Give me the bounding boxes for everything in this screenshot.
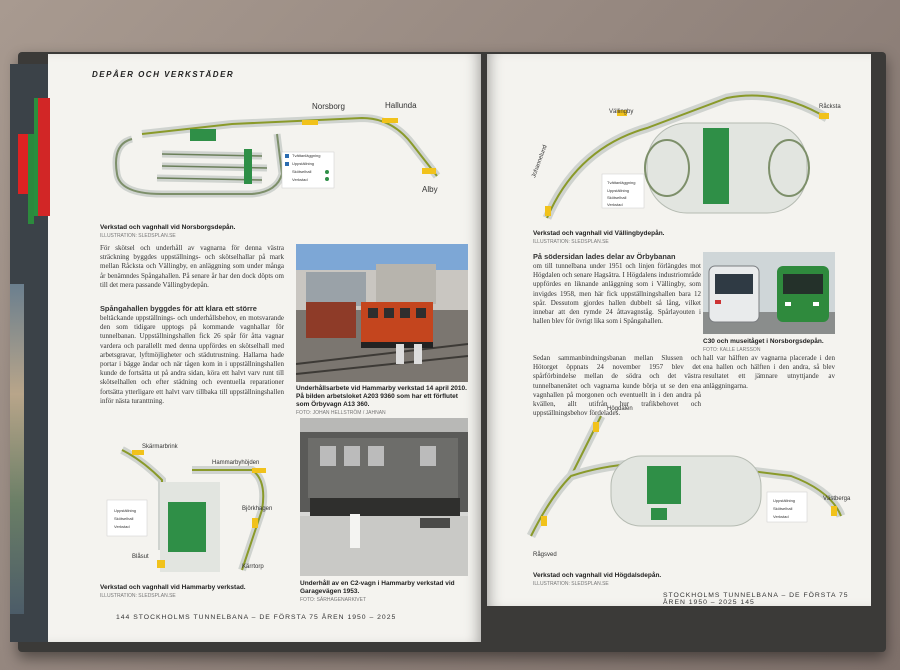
page-edges xyxy=(10,64,50,642)
right-map2-caption: Verkstad och vagnhall vid Högdalsdepån. … xyxy=(533,572,662,587)
photo-red-locomotive xyxy=(296,244,468,382)
legend-item: Skötselhall xyxy=(607,195,626,200)
map-label-hammarbyhojden: Hammarbyhöjden xyxy=(212,460,259,466)
left-paragraph-1: För skötsel och underhåll av vagnarna fö… xyxy=(100,244,284,289)
map-label-karrtorp: Kärrtorp xyxy=(242,564,264,570)
map2-caption: Verkstad och vagnhall vid Hammarby verks… xyxy=(100,584,246,599)
right-subheading: På södersidan lades delar av Örbybanan xyxy=(533,252,676,261)
photo-two-trains xyxy=(703,252,835,334)
right-footer: STOCKHOLMS TUNNELBANA – DE FÖRSTA 75 ÅRE… xyxy=(663,592,849,606)
left-paragraph-2: beltäckande uppställnings- och underhåll… xyxy=(100,314,284,405)
hogdalen-depot-map: Uppställning Skötselhall Verkstad Högdal… xyxy=(526,406,851,558)
photo-bw-workshop xyxy=(300,418,468,576)
section-header: DEPÅER OCH VERKSTÄDER xyxy=(92,70,235,79)
map-label-vallingby: Vällingby xyxy=(609,109,633,115)
right-paragraph-3: hall var hälften av vagnarna placerade i… xyxy=(703,354,835,390)
map-label-hogdalen: Högdalen xyxy=(607,406,633,412)
map-label-skarmarbrink: Skärmarbrink xyxy=(142,444,179,450)
legend-item: Skötselhall xyxy=(114,516,133,521)
photo1-caption: Underhållsarbete vid Hammarby verkstad 1… xyxy=(296,385,467,416)
legend-item: Uppställning xyxy=(607,188,629,193)
right-page: Tvättanläggning Uppställning Skötselhall… xyxy=(487,54,871,606)
map-label-hallunda: Hallunda xyxy=(385,101,417,110)
map-label-vastberga: Västberga xyxy=(823,496,851,502)
red-tab xyxy=(38,98,50,216)
norsborg-depot-map: Norsborg Hallunda Alby Tvättanläggning U… xyxy=(112,101,441,198)
legend-item: Uppställning xyxy=(773,498,795,503)
right-map1-caption: Verkstad och vagnhall vid Vällingbydepån… xyxy=(533,230,665,245)
right-photo-caption: C30 och museitåget i Norsborgsdepån. FOT… xyxy=(703,338,824,353)
legend-top: Tvättanläggning xyxy=(292,153,320,158)
map-label-alby: Alby xyxy=(422,185,438,194)
left-page: DEPÅER OCH VERKSTÄDER Norsborg Hallunda … xyxy=(34,54,481,642)
map-label-norsborg: Norsborg xyxy=(312,102,345,111)
photo2-caption: Underhåll av en C2-vagn i Hammarby verks… xyxy=(300,580,455,603)
legend-item: Verkstad xyxy=(114,524,130,529)
green-tab xyxy=(34,98,39,216)
legend-item: Verkstad xyxy=(292,177,308,182)
legend-item: Uppställning xyxy=(292,161,314,166)
map1-caption: Verkstad och vagnhall vid Norsborgsdepån… xyxy=(100,224,236,239)
legend-item: Skötselhall xyxy=(773,506,792,511)
map-label-johannelund: Johannelund xyxy=(531,144,548,178)
legend-item: Verkstad xyxy=(773,514,789,519)
legend-top: Tvättanläggning xyxy=(607,180,635,185)
legend-item: Skötselhall xyxy=(292,169,311,174)
map-label-racksta: Råcksta xyxy=(819,103,841,110)
vallingby-depot-map: Tvättanläggning Uppställning Skötselhall… xyxy=(531,91,841,220)
legend-item: Uppställning xyxy=(114,508,136,513)
map-label-bjorkhagen: Björkhagen xyxy=(242,506,272,512)
map-label-blasut: Blåsut xyxy=(132,553,149,560)
right-paragraph-2: Sedan sammanbindningsbanan mellan Slusse… xyxy=(533,354,701,418)
map-label-ragsved: Rågsved xyxy=(533,551,557,558)
left-footer: 144 STOCKHOLMS TUNNELBANA – DE FÖRSTA 75… xyxy=(116,614,397,621)
right-paragraph-1: om till tunnelbana under 1951 och linjen… xyxy=(533,262,701,326)
legend-item: Verkstad xyxy=(607,202,623,207)
left-subheading: Spångahallen byggdes för att klara ett s… xyxy=(100,304,257,313)
hammarby-depot-map: Uppställning Skötselhall Verkstad Skärma… xyxy=(106,444,272,572)
